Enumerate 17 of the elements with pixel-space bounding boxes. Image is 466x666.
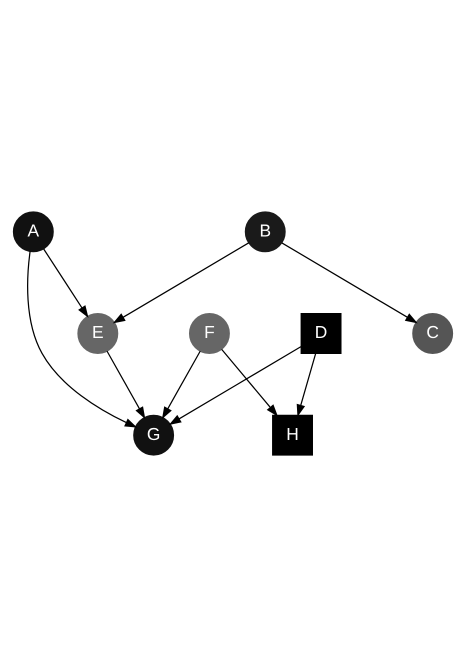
node-circle: G <box>133 414 174 456</box>
arrow <box>168 345 302 424</box>
node-circle: B <box>244 210 286 252</box>
node-circle: C <box>412 312 454 354</box>
arrow <box>162 350 201 419</box>
node-box: H <box>272 414 313 456</box>
arrow <box>43 248 89 318</box>
arrow <box>106 350 146 419</box>
node-circle: A <box>12 210 54 252</box>
node-circle: F <box>188 312 230 354</box>
node-circle: E <box>77 312 118 354</box>
arrow <box>282 242 418 323</box>
arrow <box>296 352 316 416</box>
arrow <box>112 242 249 323</box>
arrow <box>221 348 278 416</box>
arrow <box>27 250 138 428</box>
node-box: D <box>300 312 342 354</box>
